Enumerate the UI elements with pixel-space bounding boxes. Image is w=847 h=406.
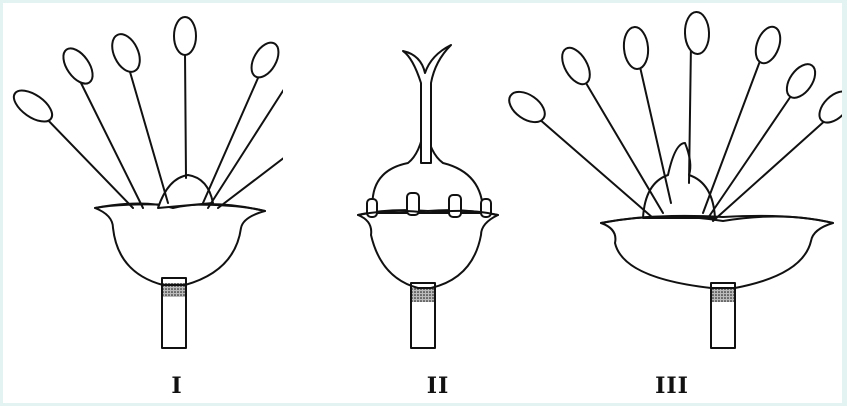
flower-drawing-3: [493, 3, 842, 403]
figure-label: III: [622, 373, 722, 399]
flower-figure-1: I: [3, 3, 283, 403]
figure-label: II: [388, 373, 488, 399]
illustration-panel: I II: [3, 3, 842, 403]
flower-drawing-1: [3, 3, 283, 403]
figure-label: I: [127, 373, 227, 399]
flower-figure-3: III: [493, 3, 842, 403]
